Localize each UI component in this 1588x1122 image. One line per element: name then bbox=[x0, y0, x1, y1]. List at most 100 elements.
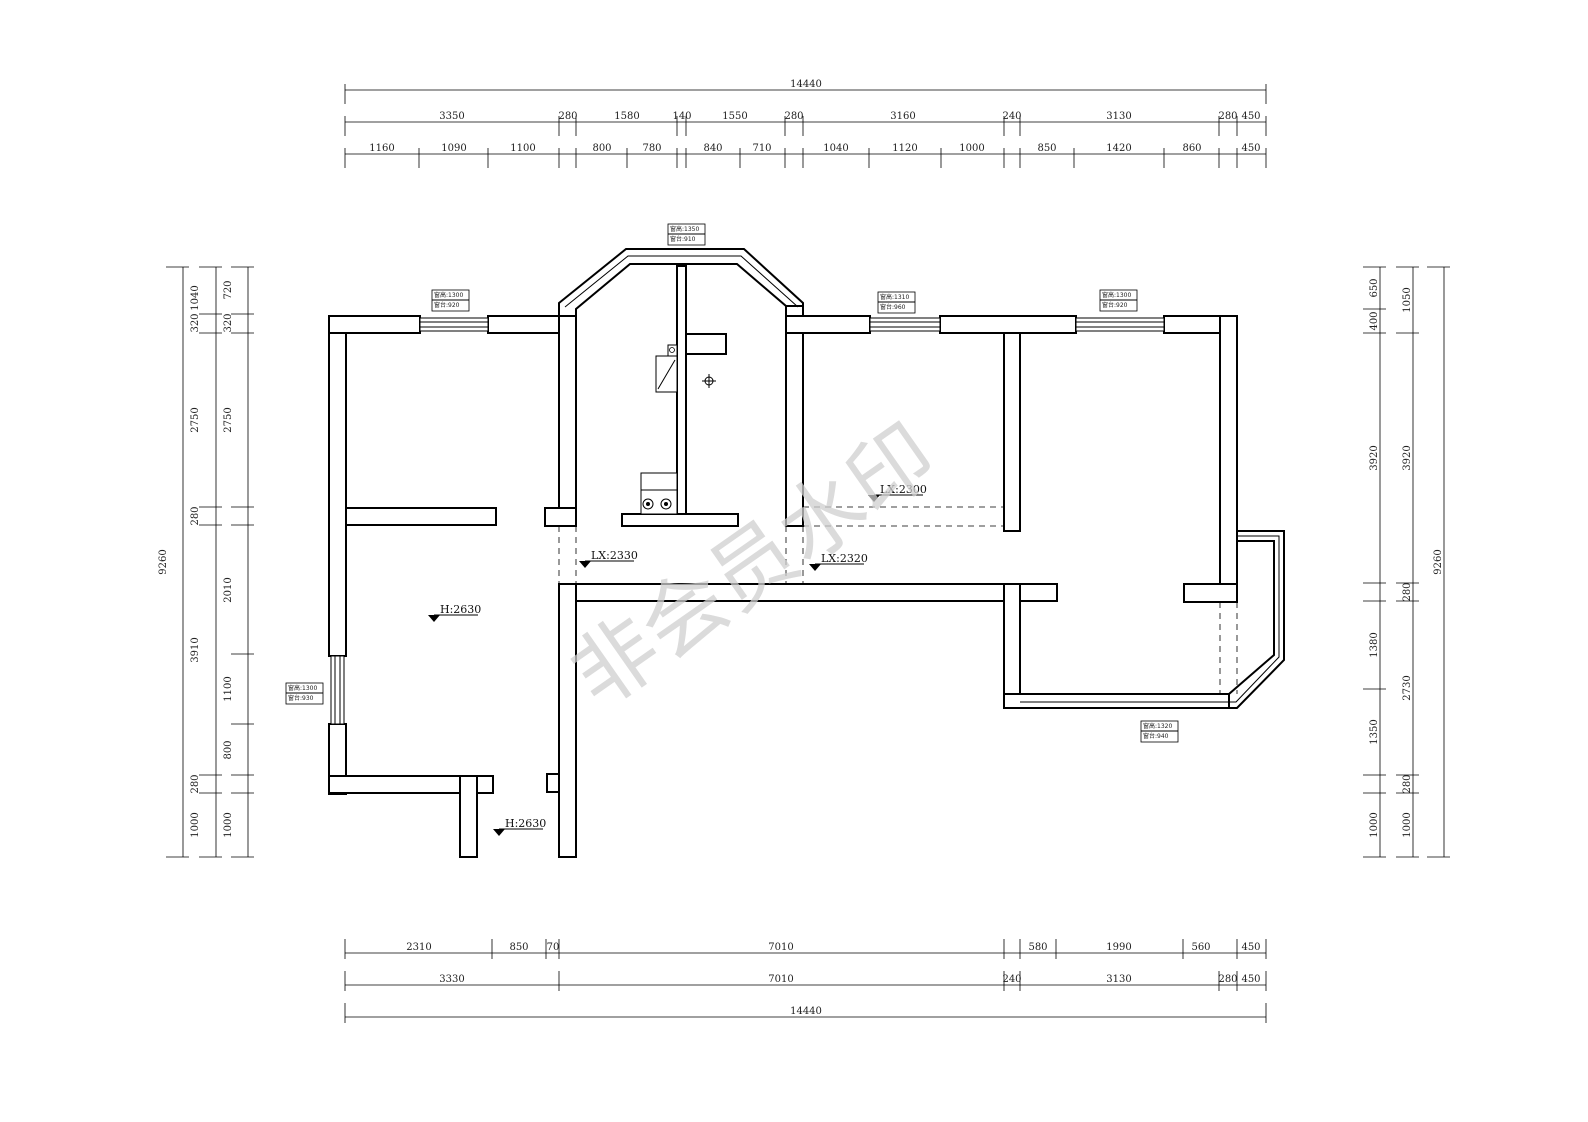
dim-bot-total: 14440 bbox=[790, 1006, 822, 1017]
dim-bot-r1-4: 7010 bbox=[768, 942, 793, 953]
valve-icon bbox=[667, 344, 678, 357]
window-sill-label: 窗台:940 bbox=[1143, 732, 1169, 740]
level-label: LX:2330 bbox=[591, 549, 638, 562]
left-dimensions: 9260 1040 320 2750 280 3910 280 1000 720… bbox=[158, 266, 254, 858]
level-marker-corridor-left: LX:2330 bbox=[579, 549, 638, 568]
level-label: H:2630 bbox=[505, 817, 546, 830]
window-sill-label: 窗台:920 bbox=[434, 301, 460, 309]
dim-left-r2-7: 1000 bbox=[190, 812, 201, 837]
dim-top-r3-8: 1040 bbox=[823, 143, 848, 154]
dim-top-r2-8: 240 bbox=[1002, 111, 1021, 122]
dim-top-r3-6: 840 bbox=[703, 143, 722, 154]
dim-right-r3-5: 1350 bbox=[1369, 719, 1380, 744]
dim-top-r2-10: 280 bbox=[1218, 111, 1237, 122]
dim-left-total: 9260 bbox=[158, 549, 169, 574]
dim-top-r3-12: 1420 bbox=[1106, 143, 1131, 154]
window-height-label: 窗高:1300 bbox=[288, 684, 317, 692]
window-openings bbox=[330, 255, 1280, 725]
dim-bot-r2-2: 7010 bbox=[768, 974, 793, 985]
dim-top-r2-5: 1550 bbox=[722, 111, 747, 122]
window-tags: 窗高:1300 窗台:920 窗高:1350 窗台:910 窗高:1310 窗台… bbox=[285, 223, 1179, 743]
dim-left-r2-3: 2750 bbox=[190, 407, 201, 432]
level-marker-corridor-right: LX:2320 bbox=[809, 552, 868, 571]
window-sill-label: 窗台:960 bbox=[880, 303, 906, 311]
dim-bot-r2-4: 3130 bbox=[1106, 974, 1131, 985]
dim-bot-r1-3: 70 bbox=[547, 942, 560, 953]
dim-left-r3-3: 2750 bbox=[223, 407, 234, 432]
window-sill-label: 窗台:920 bbox=[1102, 301, 1128, 309]
window-height-label: 窗高:1310 bbox=[880, 293, 909, 301]
window-sill-label: 窗台:930 bbox=[288, 694, 314, 702]
crosshair-icon bbox=[702, 374, 716, 388]
window-tag-top-middle: 窗高:1310 窗台:960 bbox=[877, 291, 916, 314]
dim-right-r3-4: 1380 bbox=[1369, 632, 1380, 657]
dim-top-r3-1: 1160 bbox=[369, 143, 394, 154]
level-label: LX:2320 bbox=[821, 552, 868, 565]
dim-top-r2-6: 280 bbox=[784, 111, 803, 122]
dim-left-r3-5: 1100 bbox=[223, 676, 234, 701]
dim-top-r2-2: 280 bbox=[558, 111, 577, 122]
bottom-dimensions: 2310 850 70 7010 580 1990 560 450 3330 7… bbox=[344, 939, 1267, 1023]
dim-top-r3-9: 1120 bbox=[892, 143, 917, 154]
dim-top-r3-11: 850 bbox=[1037, 143, 1056, 154]
dim-bot-r2-6: 450 bbox=[1241, 974, 1260, 985]
watermark-text: 非会员水印 bbox=[553, 405, 953, 726]
dim-top-r3-7: 710 bbox=[752, 143, 771, 154]
window-height-label: 窗高:1300 bbox=[1102, 291, 1131, 299]
dim-left-r2-6: 280 bbox=[190, 774, 201, 793]
level-marker-left-room: H:2630 bbox=[428, 603, 481, 622]
dim-bot-r1-2: 850 bbox=[509, 942, 528, 953]
dim-bot-r2-1: 3330 bbox=[439, 974, 464, 985]
dim-left-r3-7: 1000 bbox=[223, 812, 234, 837]
window-tag-top-right: 窗高:1300 窗台:920 bbox=[1099, 289, 1138, 312]
dim-bot-r1-7: 560 bbox=[1191, 942, 1210, 953]
right-dimensions: 650 400 3920 1380 1350 1000 1050 3920 28… bbox=[1363, 266, 1450, 858]
dim-top-r2-7: 3160 bbox=[890, 111, 915, 122]
dim-top-r3-14: 450 bbox=[1241, 143, 1260, 154]
dim-left-r2-4: 280 bbox=[190, 506, 201, 525]
dim-left-r3-4: 2010 bbox=[223, 577, 234, 602]
kitchen-fixtures bbox=[640, 344, 716, 515]
dim-top-r3-3: 1100 bbox=[510, 143, 535, 154]
window-tag-top-left: 窗高:1300 窗台:920 bbox=[431, 289, 470, 312]
dim-top-r3-13: 860 bbox=[1182, 143, 1201, 154]
level-marker-middle-room: LX:2300 bbox=[868, 483, 927, 502]
dim-right-r2-4: 2730 bbox=[1402, 675, 1413, 700]
dim-left-r3-1: 720 bbox=[223, 280, 234, 299]
dim-top-total: 14440 bbox=[790, 79, 822, 90]
level-label: LX:2300 bbox=[880, 483, 927, 496]
dim-top-r2-11: 450 bbox=[1241, 111, 1260, 122]
window-tag-left: 窗高:1300 窗台:930 bbox=[285, 682, 324, 705]
dim-bot-r1-8: 450 bbox=[1241, 942, 1260, 953]
dashed-boundaries bbox=[558, 506, 1238, 694]
dim-top-r2-4: 140 bbox=[672, 111, 691, 122]
dim-left-r2-2: 320 bbox=[190, 313, 201, 332]
stove-icon bbox=[640, 472, 678, 515]
dim-bot-r2-3: 240 bbox=[1002, 974, 1021, 985]
dim-right-r2-5: 280 bbox=[1402, 774, 1413, 793]
dim-left-r2-5: 3910 bbox=[190, 637, 201, 662]
dim-right-r3-1: 650 bbox=[1369, 278, 1380, 297]
window-sill-label: 窗台:910 bbox=[670, 235, 696, 243]
level-label: H:2630 bbox=[440, 603, 481, 616]
dim-bot-r1-5: 580 bbox=[1028, 942, 1047, 953]
walls bbox=[328, 248, 1285, 858]
dim-right-r3-2: 400 bbox=[1369, 311, 1380, 330]
dim-bot-r2-5: 280 bbox=[1218, 974, 1237, 985]
dim-right-r2-3: 280 bbox=[1402, 582, 1413, 601]
dim-top-r3-10: 1000 bbox=[959, 143, 984, 154]
dim-top-r2-1: 3350 bbox=[439, 111, 464, 122]
level-marker-bottom: H:2630 bbox=[493, 817, 546, 836]
dim-left-r2-1: 1040 bbox=[190, 285, 201, 310]
dim-top-r2-9: 3130 bbox=[1106, 111, 1131, 122]
window-height-label: 窗高:1350 bbox=[670, 225, 699, 233]
dim-top-r3-2: 1090 bbox=[441, 143, 466, 154]
window-height-label: 窗高:1320 bbox=[1143, 722, 1172, 730]
dim-bot-r1-1: 2310 bbox=[406, 942, 431, 953]
dim-right-r2-1: 1050 bbox=[1402, 287, 1413, 312]
dim-right-r3-6: 1000 bbox=[1369, 812, 1380, 837]
level-markers: H:2630 H:2630 LX:2330 LX:2320 LX:2300 bbox=[428, 483, 927, 836]
dim-right-r3-3: 3920 bbox=[1369, 445, 1380, 470]
dim-right-r2-6: 1000 bbox=[1402, 812, 1413, 837]
